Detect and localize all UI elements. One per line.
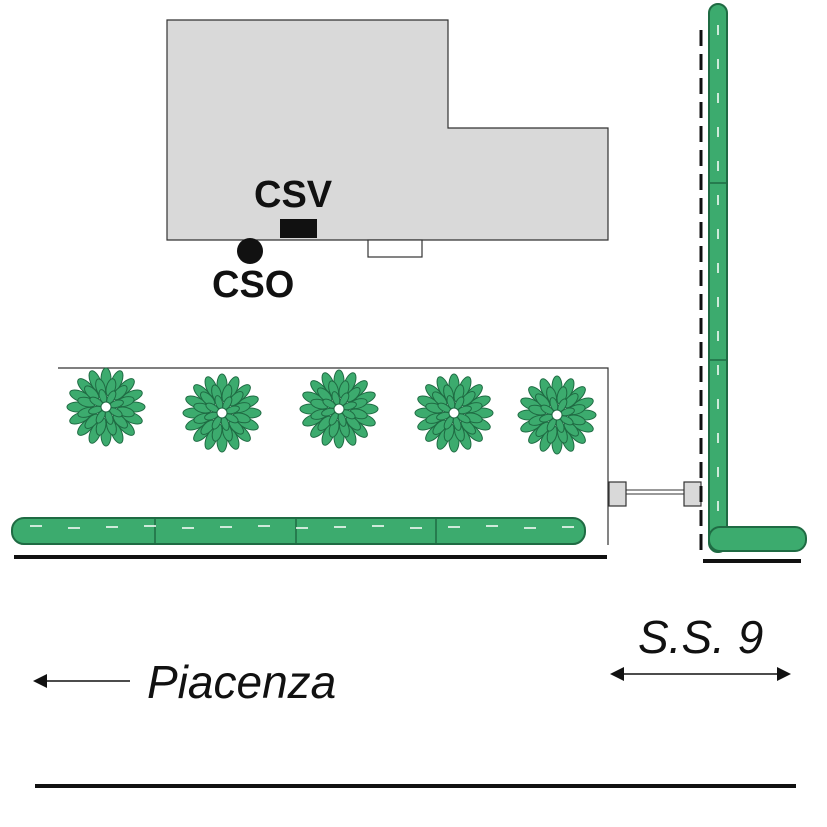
road-name-label: S.S. 9 — [638, 611, 763, 663]
city-direction-label: Piacenza — [147, 656, 336, 708]
gate-connector — [608, 481, 702, 507]
tree-icon — [517, 375, 597, 455]
building-annex — [367, 239, 423, 258]
garden-plot-outline — [58, 367, 609, 545]
tree-icon — [182, 373, 262, 453]
hedge-vertical — [708, 3, 807, 553]
tree-row — [66, 367, 597, 455]
csv-marker-icon — [280, 219, 317, 238]
cso-marker-icon — [237, 238, 263, 264]
hedge-horizontal — [11, 517, 586, 545]
tree-icon — [299, 369, 379, 449]
building — [166, 19, 609, 241]
tree-icon — [66, 367, 146, 447]
csv-label: CSV — [254, 174, 333, 216]
tree-icon — [414, 373, 494, 453]
cso-label: CSO — [212, 264, 294, 306]
